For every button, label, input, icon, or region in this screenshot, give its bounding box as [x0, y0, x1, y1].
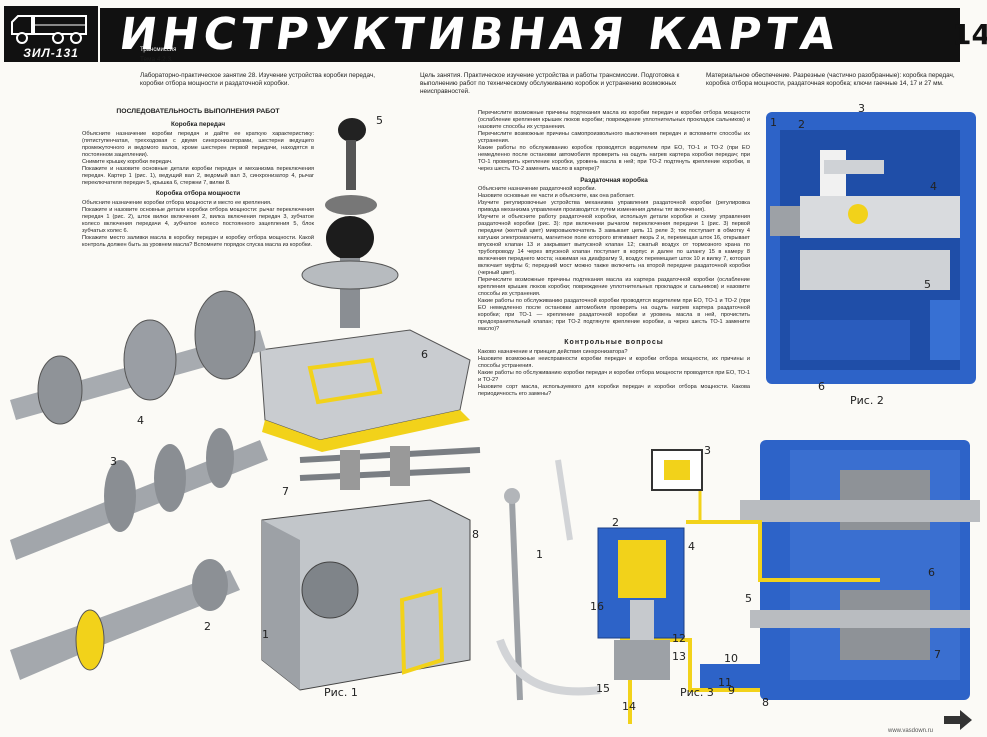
fig3-label-16: 16 — [590, 600, 604, 613]
question: Назовите сорт масла, используемого для к… — [478, 384, 750, 397]
fig2-label-1: 1 — [770, 116, 777, 129]
fig1-label-7: 7 — [282, 485, 289, 498]
fig2-label-5: 5 — [924, 278, 931, 291]
shift-forks-drawing — [299, 446, 481, 490]
paragraph: Покажите и назовите основные детали коро… — [82, 166, 314, 186]
fig1-label-1: 1 — [262, 628, 269, 641]
synchronizer-assembly-drawing — [10, 290, 266, 425]
question: Каково назначение и принцип действия син… — [478, 349, 628, 355]
fig1-label-6: 6 — [421, 348, 428, 361]
paragraph: Назовите основные ее части и объясните, … — [478, 193, 635, 199]
fig1-label-2: 2 — [204, 620, 211, 633]
control-questions-heading: Контрольные вопросы — [564, 339, 664, 346]
paragraph: Перечислите возможные причины самопроизв… — [478, 131, 750, 144]
title-banner — [100, 8, 960, 62]
fig3-label-15: 15 — [596, 682, 610, 695]
fig2-label-6: 6 — [818, 380, 825, 393]
watermark: www.vasdown.ru — [888, 728, 934, 734]
logo-model-label: ЗИЛ-131 — [23, 46, 79, 60]
paragraph: Объясните назначение коробки отбора мощн… — [82, 200, 272, 206]
fig3-label-3: 3 — [704, 444, 711, 457]
truck-icon — [4, 6, 98, 52]
left-text-column: ПОСЛЕДОВАТЕЛЬНОСТЬ ВЫПОЛНЕНИЯ РАБОТ Коро… — [82, 108, 314, 249]
lesson-goal: Цель занятия. Практическое изучение устр… — [420, 72, 680, 95]
paragraph: Объясните назначение раздаточной коробки… — [478, 186, 597, 192]
gearbox-cover-drawing — [259, 329, 471, 452]
transfer-case-subheading: Раздаточная коробка — [580, 177, 648, 184]
fig1-label-4: 4 — [137, 414, 144, 427]
fig3-label-4: 4 — [688, 540, 695, 553]
fig3-label-10: 10 — [724, 652, 738, 665]
shift-lever-drawing — [301, 118, 399, 328]
fig3-label-1: 1 — [536, 548, 543, 561]
lesson-materials: Материальное обеспечение. Разрезные (час… — [706, 72, 955, 87]
figure-1-caption: Рис. 1 — [324, 686, 358, 699]
paragraph: Перечислите возможные причины подтекания… — [478, 110, 750, 130]
input-shaft-drawing — [10, 559, 240, 680]
paragraph: Изучите регулировочные устройства механи… — [478, 200, 750, 213]
paragraph: Снимите крышку коробки передач. — [82, 159, 173, 165]
paragraph: Изучите и объясните работу раздаточной к… — [478, 214, 750, 276]
paragraph: Покажите и назовите основные детали коро… — [82, 207, 314, 234]
card-number: 14 — [952, 18, 987, 51]
lesson-description: Лабораторно-практическое занятие 28. Изу… — [140, 72, 376, 87]
fig3-label-5: 5 — [745, 592, 752, 605]
figure-3-caption: Рис. 3 — [680, 686, 714, 699]
procedure-heading: ПОСЛЕДОВАТЕЛЬНОСТЬ ВЫПОЛНЕНИЯ РАБОТ — [116, 108, 280, 115]
fig1-label-8: 8 — [472, 528, 479, 541]
paragraph: Какие работы по обслуживанию раздаточной… — [478, 298, 750, 332]
fig3-label-7: 7 — [934, 648, 941, 661]
fig2-label-4: 4 — [930, 180, 937, 193]
fig3-label-11: 11 — [718, 676, 732, 689]
paragraph: Объясните назначение коробки передач и д… — [82, 131, 314, 158]
topic-label: Тема 4.2.3. — [140, 56, 173, 63]
fig3-label-6: 6 — [928, 566, 935, 579]
paragraph: Какие работы по обслуживанию коробок про… — [478, 145, 750, 172]
fig3-label-13: 13 — [672, 650, 686, 663]
paragraph: Покажите место заливки масла в коробку п… — [82, 235, 314, 248]
gearbox-housing-drawing — [261, 499, 471, 691]
middle-text-column: Перечислите возможные причины подтекания… — [478, 110, 750, 398]
zil-truck-logo — [4, 6, 98, 62]
fig3-label-9: 9 — [728, 684, 735, 697]
fig3-label-2: 2 — [612, 516, 619, 529]
figure-2-caption: Рис. 2 — [850, 394, 884, 407]
fig3-label-12: 12 — [672, 632, 686, 645]
section-label: Трансмиссия — [140, 47, 177, 53]
paragraph: Перечислите возможные причины подтекания… — [478, 277, 750, 297]
fig2-label-2: 2 — [798, 118, 805, 131]
fig2-label-3: 3 — [858, 102, 865, 115]
fig1-label-3: 3 — [110, 455, 117, 468]
fig3-label-14: 14 — [622, 700, 636, 713]
pto-subheading: Коробка отбора мощности — [155, 190, 241, 197]
question: Какие работы по обслуживанию коробки пер… — [478, 370, 750, 383]
fig1-label-5: 5 — [376, 114, 383, 127]
question: Назовите возможные неисправности коробки… — [478, 356, 750, 369]
output-shaft-drawing — [10, 428, 268, 560]
gearbox-subheading: Коробка передач — [170, 121, 226, 128]
fig3-label-8: 8 — [762, 696, 769, 709]
